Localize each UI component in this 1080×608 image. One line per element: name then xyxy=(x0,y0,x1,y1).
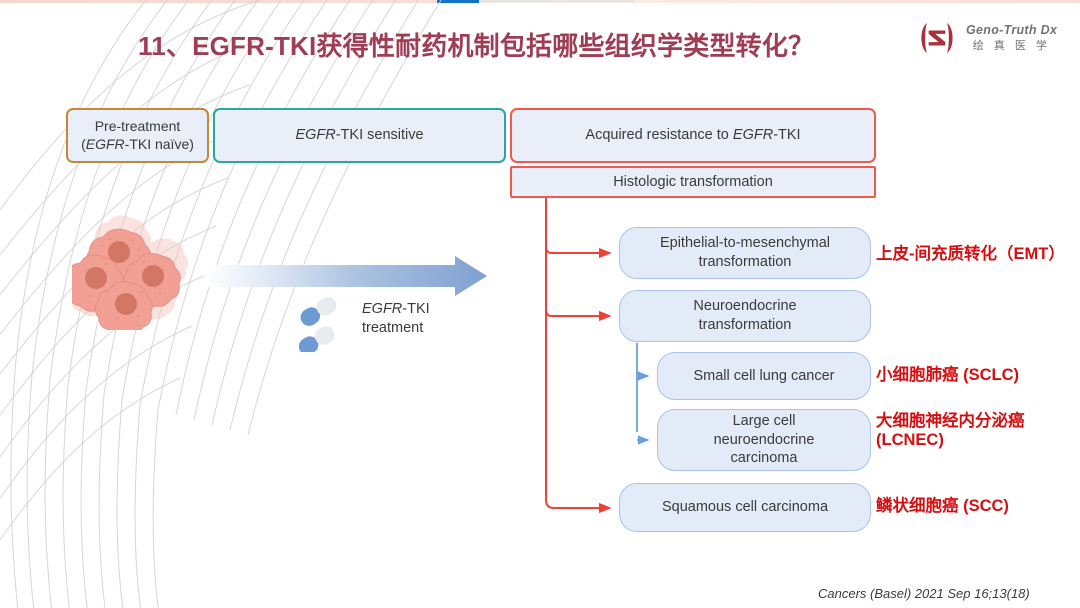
lcnec-label: Large cell neuroendocrine carcinoma xyxy=(713,412,815,467)
top-progress-indicator xyxy=(437,0,479,3)
logo-name-cn: 绘 真 医 学 xyxy=(972,40,1051,53)
box-egfr-tki-sensitive: EGFR-TKI sensitive xyxy=(213,108,506,163)
histologic-label: Histologic transformation xyxy=(613,173,773,190)
box-pre-treatment: Pre-treatment (EGFR-TKI naïve) xyxy=(66,108,209,163)
neuroendocrine-label: Neuroendocrine transformation xyxy=(693,298,797,333)
box-acquired-resistance: Acquired resistance to EGFR-TKI xyxy=(510,108,876,163)
pre-treatment-line2-rest: -TKI naïve) xyxy=(124,135,194,152)
tumor-cell-cluster-illustration xyxy=(72,215,189,330)
acquired-prefix: Acquired resistance to xyxy=(585,127,733,144)
treatment-label-gene: EGFR xyxy=(362,301,403,317)
emt-label: Epithelial-to-mesenchymal transformation xyxy=(659,235,831,270)
box-histologic-transformation: Histologic transformation xyxy=(510,166,876,198)
treatment-label-rest: -TKI xyxy=(402,301,430,317)
treatment-arrow-label: EGFR-TKI treatment xyxy=(362,300,430,338)
box-small-cell-lung-cancer: Small cell lung cancer xyxy=(657,352,871,400)
box-lcnec: Large cell neuroendocrine carcinoma xyxy=(657,409,871,471)
source-citation: Cancers (Basel) 2021 Sep 16;13(18) xyxy=(818,586,1030,601)
sclc-label: Small cell lung cancer xyxy=(693,367,835,384)
treatment-arrow xyxy=(205,256,487,296)
box-squamous-cell-carcinoma: Squamous cell carcinoma xyxy=(619,483,871,532)
logo-mark-icon xyxy=(921,23,953,53)
box-emt: Epithelial-to-mesenchymal transformation xyxy=(619,227,871,279)
sensitive-rest: -TKI sensitive xyxy=(335,127,424,144)
acquired-gene: EGFR xyxy=(732,127,774,144)
acquired-suffix: -TKI xyxy=(773,127,801,144)
pre-treatment-gene: EGFR xyxy=(85,135,125,152)
page-title: 11、EGFR-TKI获得性耐药机制包括哪些组织学类型转化？ xyxy=(138,31,815,61)
pre-treatment-paren-open: ( xyxy=(81,135,86,152)
sensitive-gene: EGFR xyxy=(295,127,336,144)
logo-name-en: Geno-Truth Dx xyxy=(966,22,1058,37)
brand-logo: Geno-Truth Dx 绘 真 医 学 xyxy=(917,18,1057,58)
treatment-label-line2: treatment xyxy=(362,319,424,336)
annotation-scc: 鳞状细胞癌 (SCC) xyxy=(876,497,1009,515)
annotation-sclc: 小细胞肺癌 (SCLC) xyxy=(876,366,1019,384)
annotation-emt: 上皮-间充质转化（EMT） xyxy=(876,245,1065,263)
box-neuroendocrine: Neuroendocrine transformation xyxy=(619,290,871,342)
annotation-lcnec: 大细胞神经内分泌癌 (LCNEC) xyxy=(876,412,1025,450)
pre-treatment-line1: Pre-treatment xyxy=(94,118,181,134)
top-gray-bar xyxy=(479,0,634,2)
scc-label: Squamous cell carcinoma xyxy=(661,499,829,516)
pill-capsule-icon xyxy=(298,297,337,352)
